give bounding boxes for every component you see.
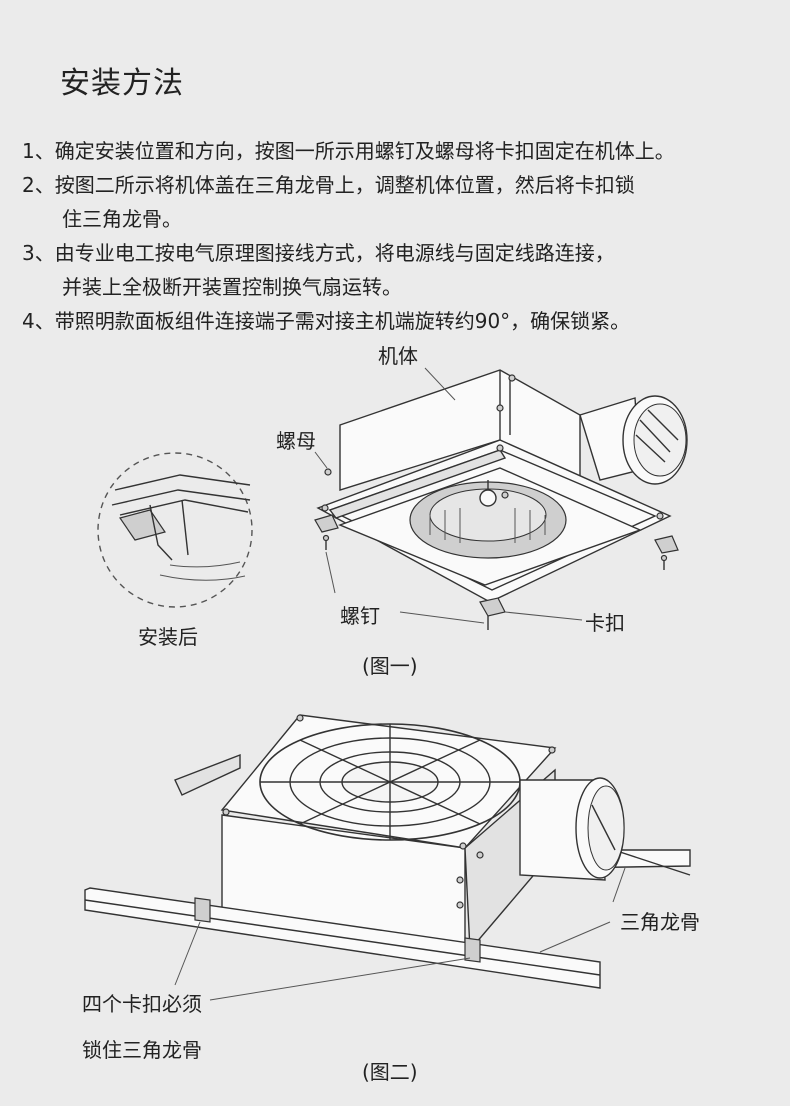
label-keel: 三角龙骨: [620, 910, 700, 934]
step-1: 1、确定安装位置和方向，按图一所示用螺钉及螺母将卡扣固定在机体上。: [22, 134, 782, 168]
step-2-text: 2、按图二所示将机体盖在三角龙骨上，调整机体位置，然后将卡扣锁: [22, 173, 635, 197]
step-1-text: 1、确定安装位置和方向，按图一所示用螺钉及螺母将卡扣固定在机体上。: [22, 139, 675, 163]
label-clip: 卡扣: [585, 611, 625, 635]
figure-2-illustration: [84, 714, 691, 1001]
step-3-text: 3、由专业电工按电气原理图接线方式，将电源线与固定线路连接，: [22, 241, 615, 265]
fan-body: [316, 369, 688, 603]
figure-2-leaders: [174, 867, 626, 1001]
figure-1-leaders: [314, 367, 583, 624]
label-note-line2: 锁住三角龙骨: [82, 1038, 202, 1062]
step-3: 3、由专业电工按电气原理图接线方式，将电源线与固定线路连接， 并装上全极断开装置…: [22, 236, 782, 304]
detail-view: [97, 452, 253, 608]
clips-and-screws: [314, 468, 679, 630]
step-4-text: 4、带照明款面板组件连接端子需对接主机端旋转约90°，确保锁紧。: [22, 309, 631, 333]
step-2: 2、按图二所示将机体盖在三角龙骨上，调整机体位置，然后将卡扣锁 住三角龙骨。: [22, 168, 782, 236]
label-body: 机体: [378, 344, 418, 368]
label-screw: 螺钉: [340, 604, 380, 628]
step-4: 4、带照明款面板组件连接端子需对接主机端旋转约90°，确保锁紧。: [22, 304, 782, 338]
front-keel: [84, 887, 601, 989]
page-title: 安装方法: [60, 66, 184, 101]
instruction-list: 1、确定安装位置和方向，按图一所示用螺钉及螺母将卡扣固定在机体上。 2、按图二所…: [22, 134, 782, 338]
figure-2-caption: (图二): [362, 1060, 418, 1084]
label-after-install: 安装后: [138, 625, 198, 649]
step-2-text-cont: 住三角龙骨。: [62, 207, 182, 231]
figure-1-caption: (图一): [362, 654, 418, 678]
step-3-text-cont: 并装上全极断开装置控制换气扇运转。: [62, 275, 402, 299]
figure-1-illustration: [97, 367, 688, 630]
label-nut: 螺母: [276, 429, 316, 453]
fan-body-2: [220, 714, 625, 952]
label-note-line1: 四个卡扣必须: [82, 992, 202, 1016]
